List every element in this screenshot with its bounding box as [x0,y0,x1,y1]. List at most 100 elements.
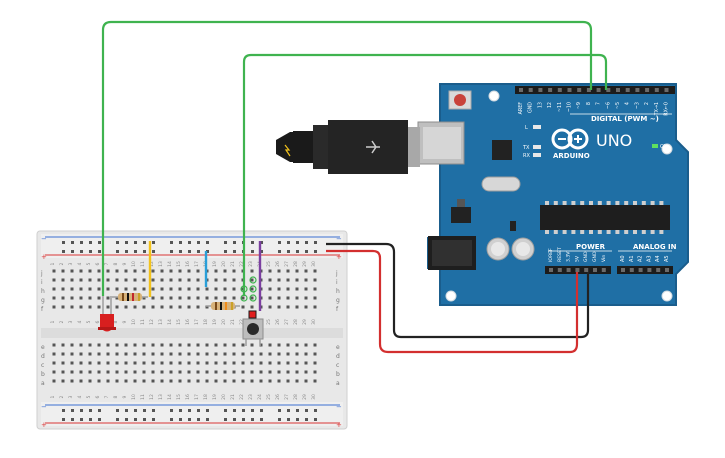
wires[interactable] [101,20,608,354]
column-number: 26 [275,394,281,400]
column-number: 21 [230,261,236,267]
column-number: 29 [302,319,308,325]
wire-green-led[interactable] [101,20,593,296]
digital-pin-label: TX→1 [654,102,660,116]
column-number: 19 [212,261,218,267]
analog-pin-label: A5 [664,255,670,262]
rail-plus-left-top: + [41,253,47,261]
digital-pin-label: ~3 [634,102,640,109]
power-pin-label: GND [583,251,589,262]
column-number: 11 [140,319,146,325]
row-letter-b-right: b [336,371,340,378]
row-letter-f: f [41,306,44,313]
column-number: 6 [95,320,101,323]
column-number: 22 [239,319,245,325]
lightning-icon [284,144,291,157]
analog-pin-label: A3 [646,255,652,262]
row-letter-d: d [41,353,45,360]
column-number: 3 [68,262,74,265]
power-pin-label: Vin [601,255,607,262]
row-letter-b: b [41,371,45,378]
column-number: 4 [77,320,83,323]
wire-black-gnd[interactable] [326,242,590,339]
breadboard[interactable]: + + − − + + − − j i h g f e d c b a j i … [36,230,348,430]
column-number: 13 [158,319,164,325]
status-leds: L TX RX [522,125,541,159]
column-number: 2 [59,262,65,265]
wire-green-button[interactable] [242,53,608,296]
column-number: 30 [311,319,317,325]
rail-minus-left-top: − [41,235,47,243]
column-number: 29 [302,394,308,400]
row-letter-e: e [41,344,45,351]
column-number: 2 [59,320,65,323]
usb-port [417,121,465,165]
column-number: 25 [266,261,272,267]
column-number: 9 [122,395,128,398]
column-number: 16 [185,261,191,267]
column-number: 1 [50,320,56,323]
red-led[interactable] [98,296,116,332]
row-letter-d-right: d [336,353,340,360]
column-number: 18 [203,319,209,325]
rail-plus-left-bottom: + [41,421,47,429]
crystal-oscillator [481,176,521,192]
digital-pin-label: ~9 [576,102,582,109]
row-letter-i-right: i [336,279,338,286]
column-number: 6 [95,262,101,265]
column-number: 4 [77,262,83,265]
column-number: 23 [248,394,254,400]
column-number: 5 [86,262,92,265]
column-number: 20 [221,394,227,400]
column-number: 20 [221,319,227,325]
resistor-button[interactable] [206,302,240,310]
digital-header[interactable] [515,86,675,94]
column-number: 17 [194,394,200,400]
column-number: 25 [266,394,272,400]
column-number: 24 [257,394,263,400]
resistor-led[interactable] [112,293,148,301]
rail-plus-right-bottom: + [336,421,342,429]
column-number: 14 [167,394,173,400]
power-pin-label: GND [592,251,598,262]
analog-header[interactable] [617,266,673,274]
column-number: 5 [86,320,92,323]
wire-red-5v[interactable] [326,249,579,354]
column-number: 17 [194,319,200,325]
column-number: 13 [158,394,164,400]
column-number: 27 [284,261,290,267]
column-number: 3 [68,320,74,323]
row-letter-c: c [41,362,44,369]
analog-pin-label: A1 [629,255,635,262]
power-header[interactable] [545,266,611,274]
digital-pin-label: 12 [547,102,553,108]
reset-button[interactable] [448,90,472,110]
column-number: 25 [266,319,272,325]
column-number: 21 [230,394,236,400]
power-pin-label: IOREF [548,248,554,262]
usb-cable[interactable] [276,120,420,174]
column-number: 30 [311,394,317,400]
digital-pin-label: GND [528,102,534,113]
column-number: 16 [185,394,191,400]
digital-pin-label: 13 [537,102,543,108]
rail-minus-left-bottom: − [41,403,47,411]
column-numbers: 1112223334445556667778889991010101111111… [50,261,317,400]
rail-minus-right-top: − [336,235,342,243]
column-number: 15 [176,319,182,325]
column-number: 1 [50,262,56,265]
digital-pin-label: 7 [596,102,602,105]
column-number: 15 [176,261,182,267]
column-number: 8 [113,262,119,265]
pushbutton[interactable] [242,310,264,346]
row-letter-c-right: c [336,362,339,369]
digital-header-label: DIGITAL (PWM ~) [591,115,659,123]
column-number: 6 [95,395,101,398]
row-letter-g: g [41,297,45,304]
column-number: 7 [104,395,110,398]
